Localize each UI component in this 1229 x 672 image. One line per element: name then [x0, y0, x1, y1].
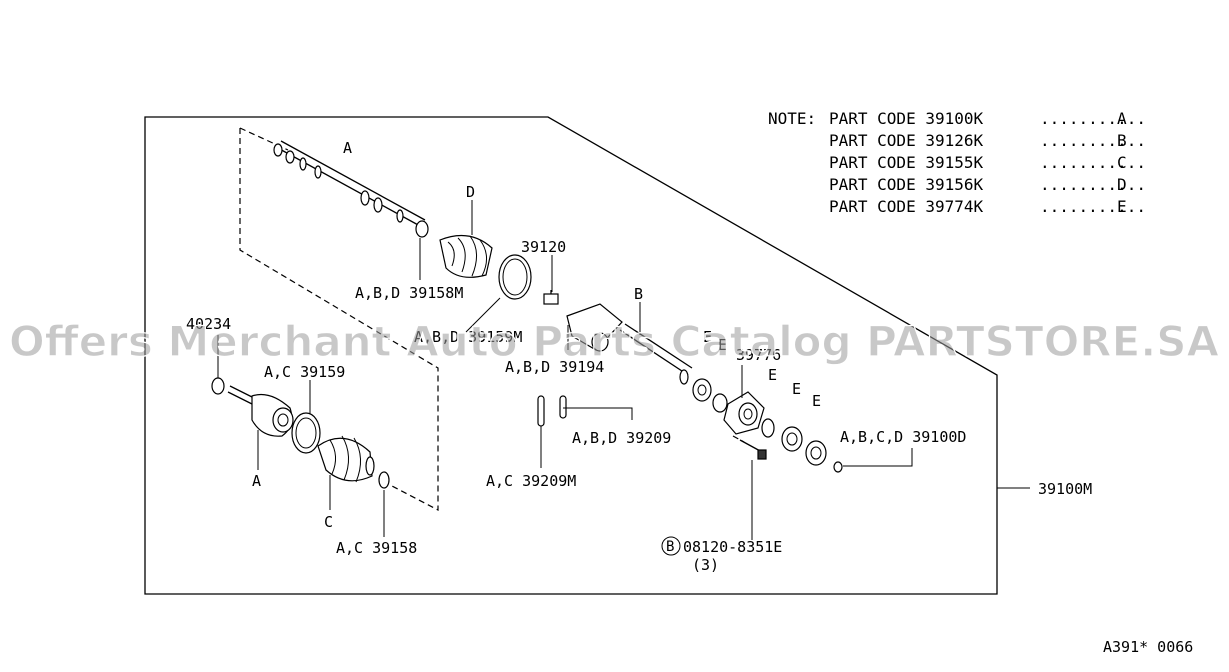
note-line-1: PART CODE 39100K: [829, 109, 983, 128]
axle-shaft-a: [273, 140, 426, 227]
label-40234: 40234: [186, 315, 231, 333]
band-ring-39158: [378, 471, 390, 489]
watermark: Offers Merchant Auto Parts Catalog PARTS…: [9, 317, 1220, 366]
label-e4: E: [792, 380, 801, 398]
svg-text:...........: ...........: [1040, 131, 1146, 150]
note-letter-2: B: [1117, 131, 1127, 150]
snap-ring-e3: [761, 418, 775, 438]
label-e3: E: [768, 366, 777, 384]
label-bolt-qty: (3): [692, 556, 719, 574]
bolt-callout: B 08120-8351E (3): [661, 536, 782, 574]
label-39209: A,B,D 39209: [572, 429, 671, 447]
boot-d: [439, 234, 493, 278]
note-letter-5: E: [1117, 197, 1127, 216]
note-letter-3: C: [1117, 153, 1127, 172]
assembly-frame: [144, 116, 998, 595]
label-39159m: A,B,D 39159M: [414, 328, 522, 346]
note-line-2: PART CODE 39126K: [829, 131, 983, 150]
label-39120: 39120: [521, 238, 566, 256]
svg-text:...........: ...........: [1040, 197, 1146, 216]
note-line-3: PART CODE 39155K: [829, 153, 983, 172]
label-e2: E: [718, 336, 727, 354]
band-ring-39159m: [498, 254, 532, 300]
pin-39209m: [537, 395, 545, 427]
part-code-note: NOTE: PART CODE 39100K ........... A PAR…: [768, 109, 1146, 216]
pin-39209: [559, 395, 567, 419]
label-39776: 39776: [736, 346, 781, 364]
note-letter-1: A: [1117, 109, 1127, 128]
dashed-group-outline: [239, 128, 439, 511]
snap-ring-e2: [712, 393, 728, 413]
svg-text:...........: ...........: [1040, 153, 1146, 172]
note-prefix: NOTE:: [768, 109, 816, 128]
part-39100d: [833, 461, 843, 473]
label-39158m: A,B,D 39158M: [355, 284, 463, 302]
bolt-circle-letter: B: [666, 539, 674, 555]
note-line-4: PART CODE 39156K: [829, 175, 983, 194]
label-boot-c: C: [324, 513, 333, 531]
label-bolt-code: 08120-8351E: [683, 538, 782, 556]
label-boot-d: D: [466, 183, 475, 201]
seal-e5: [805, 440, 827, 466]
washer-e4: [781, 426, 803, 452]
label-e5: E: [812, 392, 821, 410]
label-39100d: A,B,C,D 39100D: [840, 428, 966, 446]
washer-e1: [692, 378, 712, 402]
label-39159: A,C 39159: [264, 363, 345, 381]
label-39209m: A,C 39209M: [486, 472, 576, 490]
diagram-code: A391* 0066: [1103, 638, 1193, 656]
boot-c: [317, 435, 375, 483]
bolt-circle-icon: [661, 536, 681, 556]
label-39158: A,C 39158: [336, 539, 417, 557]
svg-text:...........: ...........: [1040, 109, 1146, 128]
fitting-39120: [543, 290, 559, 305]
ring-40234: [211, 377, 225, 395]
housing-39776: [723, 391, 765, 435]
label-e1: E: [703, 328, 712, 346]
band-ring-39158m: [415, 220, 429, 238]
label-joint-a: A: [252, 472, 261, 490]
axle-shaft-b: [566, 303, 693, 385]
label-39194: A,B,D 39194: [505, 358, 604, 376]
note-line-5: PART CODE 39774K: [829, 197, 983, 216]
cv-joint-a: [227, 385, 294, 437]
label-shaft-a: A: [343, 139, 352, 157]
bolt-08120: [732, 435, 767, 460]
note-letter-4: D: [1117, 175, 1127, 194]
label-shaft-b: B: [634, 285, 643, 303]
svg-text:...........: ...........: [1040, 175, 1146, 194]
label-39100m: 39100M: [1038, 480, 1092, 498]
